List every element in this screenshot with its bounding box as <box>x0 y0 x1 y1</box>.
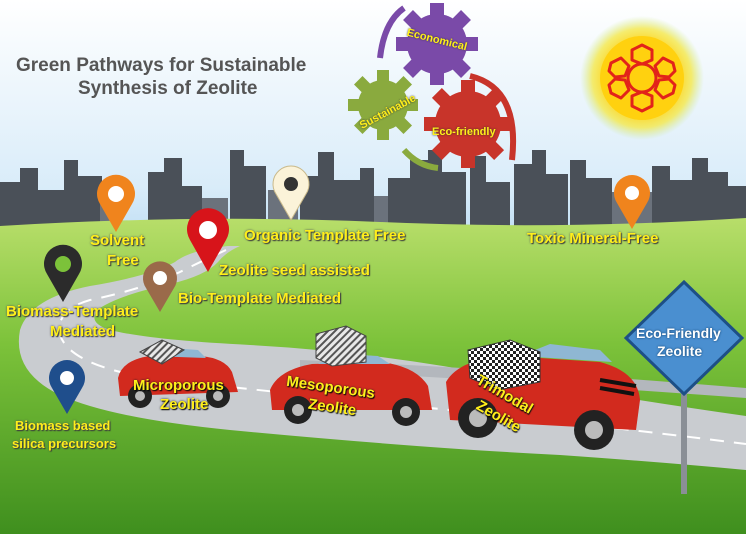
label-toxic-mineral-free: Toxic Mineral-Free <box>527 230 659 247</box>
label-bio-template-mediated: Bio-Template Mediated <box>178 290 342 307</box>
label-biomass-silica-1: Biomass based <box>15 418 111 433</box>
title-line-1: Green Pathways for Sustainable <box>16 55 307 76</box>
sign-label-line-1: Eco-Friendly <box>636 325 721 341</box>
car-label-microporous-1: Microporous <box>133 377 224 394</box>
car-label-microporous-2: Zeolite <box>160 396 209 413</box>
zeolite-framework-icon <box>607 43 677 113</box>
road-sign-icon <box>623 279 745 494</box>
gear-label-eco-friendly: Eco-friendly <box>432 126 496 138</box>
map-pin-icon <box>44 165 650 414</box>
title-line-2: Synthesis of Zeolite <box>78 78 258 99</box>
label-biomass-template-2: Mediated <box>50 323 116 340</box>
label-biomass-template-1: Biomass-Template <box>6 303 139 320</box>
label-solvent-free-2: Free <box>107 252 139 269</box>
label-solvent-free-1: Solvent <box>90 232 145 249</box>
label-zeolite-seed-assisted: Zeolite seed assisted <box>219 262 370 279</box>
label-organic-template-free: Organic Template Free <box>244 227 406 244</box>
car-icon <box>118 325 640 450</box>
sign-label-line-2: Zeolite <box>657 343 703 359</box>
label-biomass-silica-2: silica precursors <box>12 436 117 451</box>
sun-icon <box>580 16 704 140</box>
